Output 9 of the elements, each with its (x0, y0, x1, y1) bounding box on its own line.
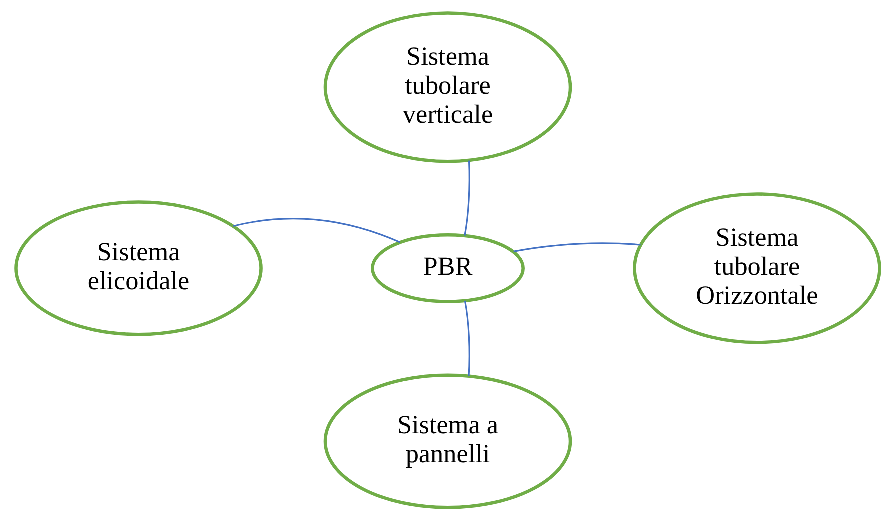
connector (513, 242, 640, 252)
connector (232, 218, 400, 244)
node-ellipse: PBR (370, 234, 524, 304)
connector (464, 160, 470, 236)
node-ellipse: Sistema a pannelli (323, 374, 572, 510)
node-ellipse: Sistema elicoidale (14, 200, 262, 336)
connector (464, 300, 470, 376)
node-ellipse: Sistema tubolare verticale (323, 12, 572, 164)
node-ellipse: Sistema tubolare Orizzontale (632, 192, 881, 344)
